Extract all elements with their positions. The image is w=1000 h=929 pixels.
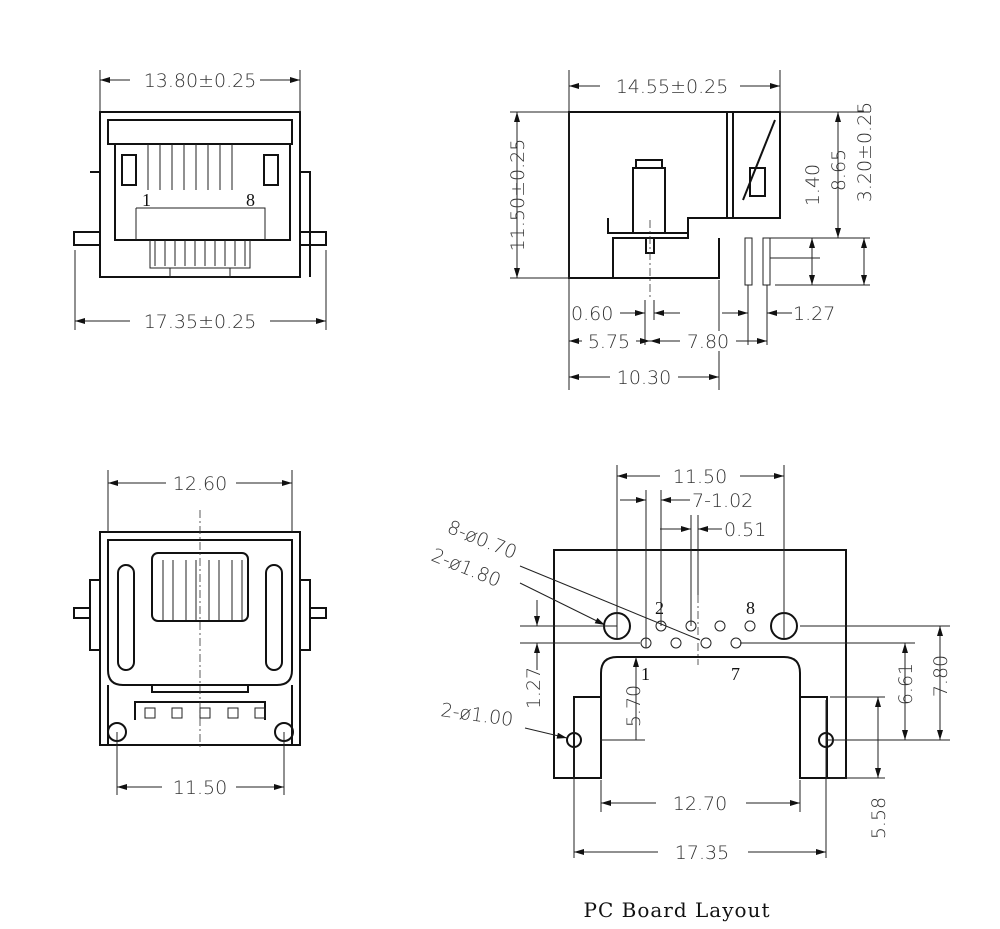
dim-10-30: 10.30 [617,367,671,389]
pin-8-label: 8 [246,190,255,210]
dim-0-60: 0.60 [571,303,613,325]
dim-1-40: 1.40 [802,164,824,206]
dim-1-27: 1.27 [523,667,545,709]
pitch-dim: 7-1.02 [692,490,753,512]
bottom-view: 12.60 11.50 [73,470,327,799]
mount-holes-label: 2-ø1.00 [439,699,514,731]
dim-5-58: 5.58 [868,797,890,839]
pin-2-label: 2 [655,598,664,618]
pin-1-label: 1 [142,190,151,210]
dim-5-70: 5.70 [623,685,645,727]
pin-8-label: 8 [746,598,755,618]
dim-12-70: 12.70 [673,793,727,815]
dim-8-65: 8.65 [828,149,850,191]
bottom-width-dim: 12.60 [173,473,227,495]
width-top-dim: 13.80±0.25 [144,70,257,92]
offset-dim: 0.51 [724,519,766,541]
dim-11-50: 11.50 [673,466,727,488]
side-view: 14.55±0.25 11.50±0.25 1.40 8.65 3.20±0.2… [507,70,876,390]
length-dim: 14.55±0.25 [616,76,729,98]
hole-spacing-dim: 11.50 [173,777,227,799]
dim-7-80: 7.80 [930,655,952,697]
pcb-layout-title: PC Board Layout [584,898,771,922]
dim-6-61: 6.61 [895,663,917,705]
height-dim: 11.50±0.25 [507,139,529,252]
dim-3-20: 3.20±0.25 [854,102,876,203]
dim-1-27: 1.27 [793,303,835,325]
dim-5-75: 5.75 [588,331,630,353]
pin-1-label: 1 [641,664,650,684]
pcb-layout: 2 8 1 7 11.50 7-1.02 0.51 12.70 17.35 8-… [428,465,952,922]
dim-17-35: 17.35 [675,842,729,864]
dim-7-80: 7.80 [687,331,729,353]
front-view: 1 8 13.80±0.25 17.35±0.25 [73,70,327,333]
width-bottom-dim: 17.35±0.25 [144,311,257,333]
pin-7-label: 7 [731,664,740,684]
